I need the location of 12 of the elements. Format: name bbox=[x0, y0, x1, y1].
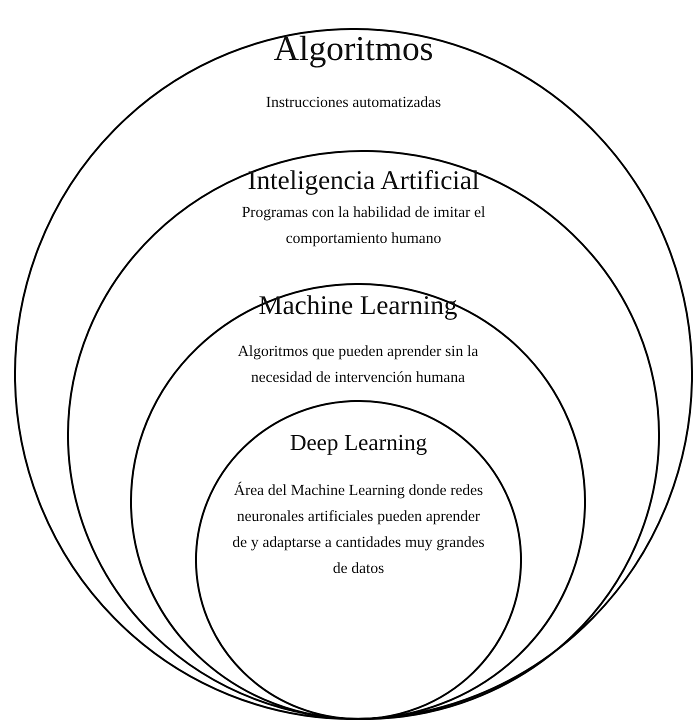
circle-heading: Algoritmos bbox=[272, 28, 434, 70]
circle-heading: Inteligencia Artificial bbox=[246, 164, 480, 196]
nested-circle bbox=[67, 150, 660, 720]
circle-heading: Deep Learning bbox=[288, 429, 428, 457]
circle-description: Área del Machine Learning donde redes neuronales artificiales pueden aprender de y adaptarse a cantidades muy grandes de datos bbox=[231, 480, 486, 579]
nested-circle bbox=[130, 283, 586, 720]
circle-description: Algoritmos que pueden aprender sin la necesidad de intervención humana bbox=[236, 342, 480, 388]
circle-heading: Machine Learning bbox=[258, 289, 458, 322]
circle-description: Instrucciones automatizadas bbox=[264, 93, 442, 113]
circle-description: Programas con la habilidad de imitar el comportamiento humano bbox=[240, 203, 486, 249]
nested-circle bbox=[195, 400, 522, 720]
nested-circle bbox=[14, 28, 693, 720]
